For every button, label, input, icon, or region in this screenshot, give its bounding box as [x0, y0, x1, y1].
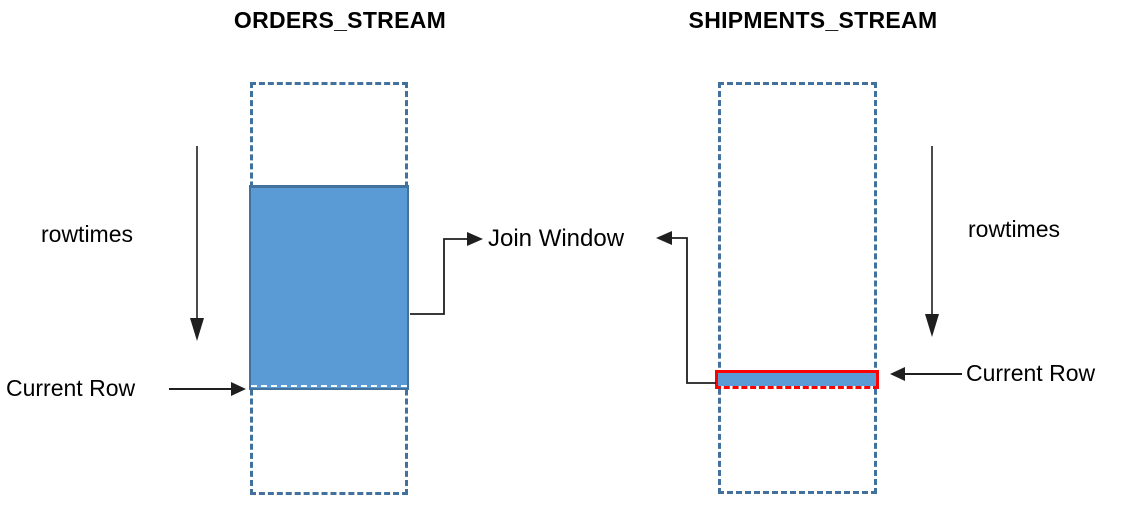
current-row-box	[715, 370, 879, 389]
join-window-label: Join Window	[488, 225, 625, 252]
rowtimes-down-arrow-right	[925, 146, 939, 337]
join-window-box	[249, 185, 409, 390]
shipments-stream-box	[718, 82, 877, 494]
join-window-connector-right	[656, 231, 716, 384]
rowtimes-label-left: rowtimes	[41, 221, 134, 247]
rowtimes-down-arrow-left	[190, 146, 204, 341]
current-row-arrow-left	[169, 382, 246, 396]
current-row-label-right: Current Row	[966, 360, 1096, 386]
rowtimes-label-right: rowtimes	[968, 216, 1061, 242]
current-row-label-left: Current Row	[6, 375, 136, 401]
shipments-stream-title: SHIPMENTS_STREAM	[688, 7, 938, 33]
current-row-arrow-right	[890, 367, 962, 381]
join-window-connector-left	[410, 232, 483, 315]
orders-stream-title: ORDERS_STREAM	[233, 7, 447, 33]
